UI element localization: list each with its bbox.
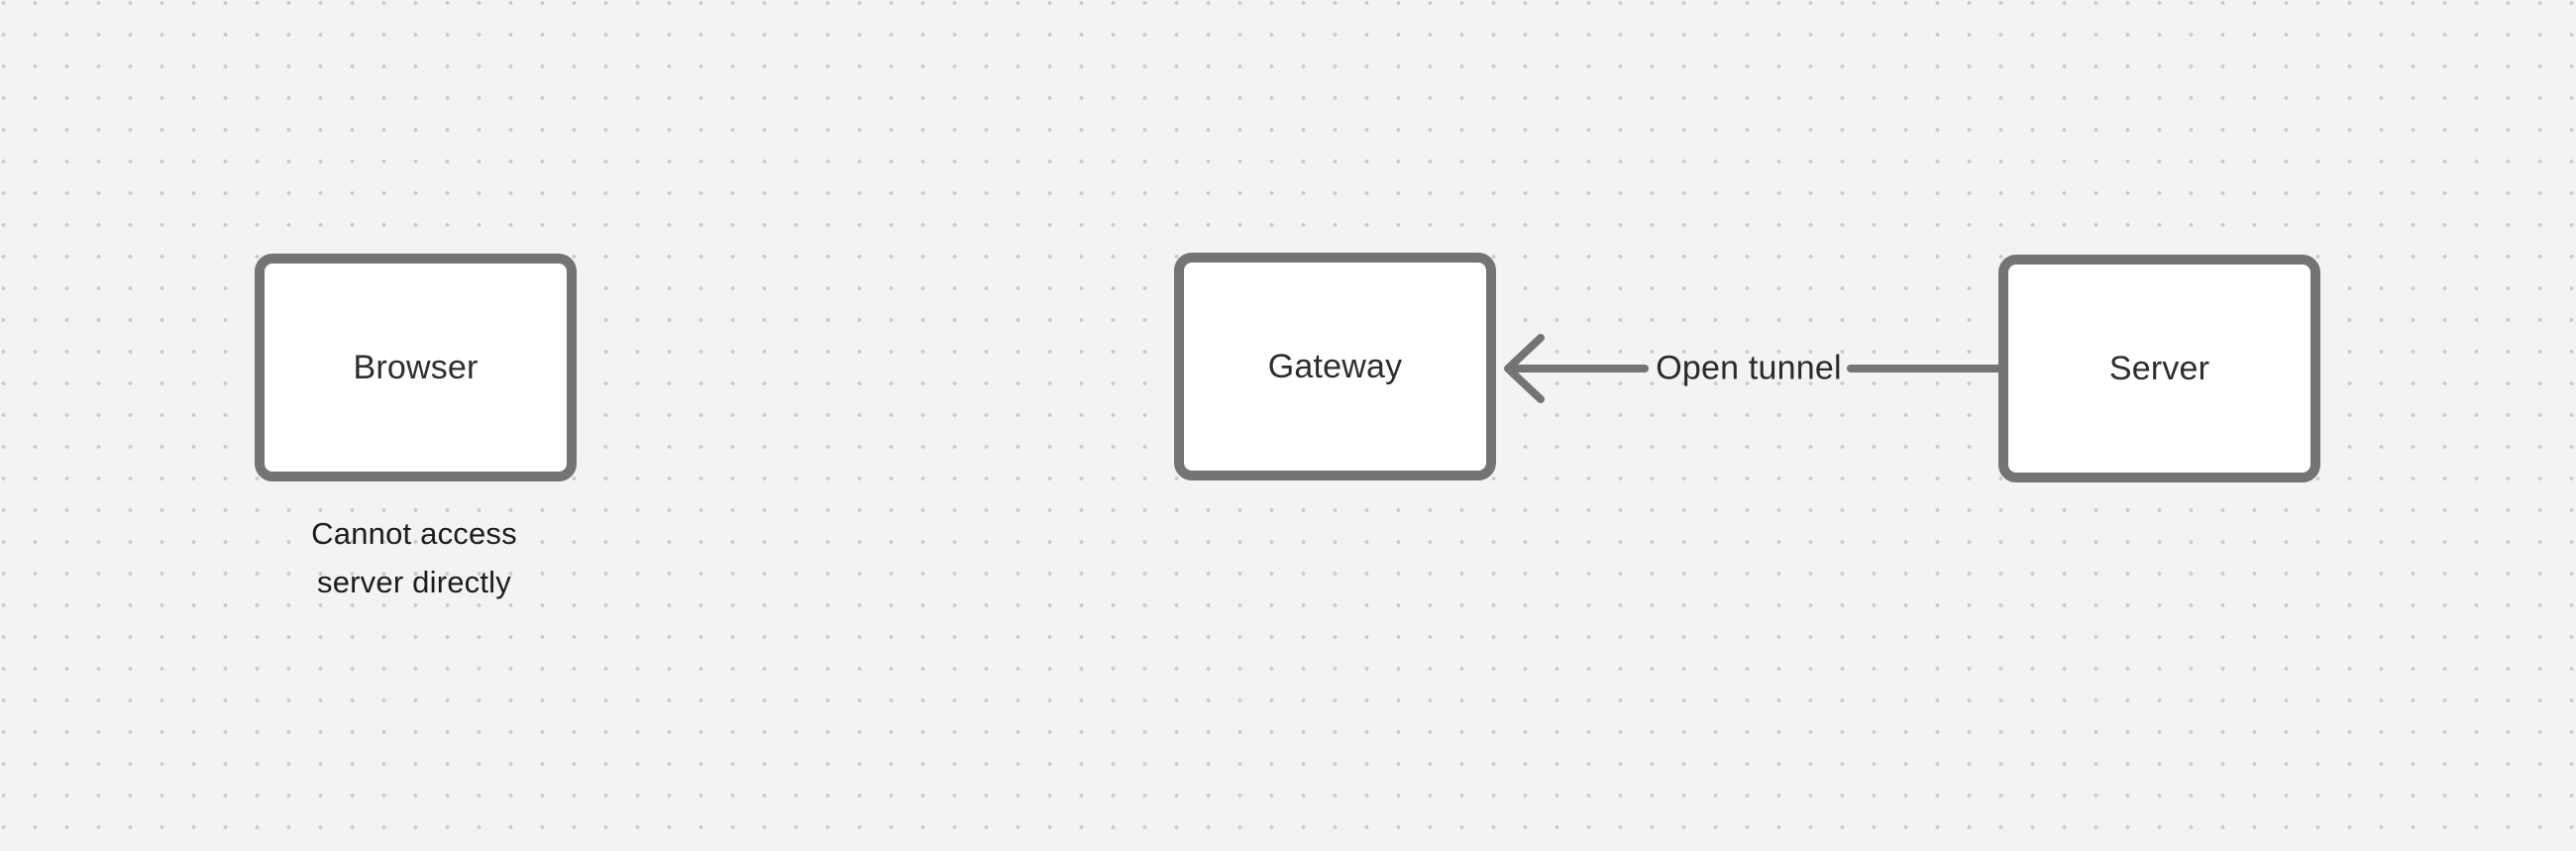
- node-server-label: Server: [2108, 349, 2210, 387]
- node-gateway[interactable]: Gateway: [1174, 253, 1496, 480]
- arrow-label[interactable]: Open tunnel: [1656, 349, 1842, 387]
- annotation-browser-line1: Cannot access: [311, 516, 517, 551]
- node-server[interactable]: Server: [1998, 255, 2320, 482]
- arrowhead-icon: [1504, 334, 1545, 403]
- node-browser-label: Browser: [353, 348, 479, 386]
- annotation-browser-line2: server directly: [317, 565, 511, 599]
- annotation-browser[interactable]: Cannot access server directly: [311, 509, 517, 606]
- node-browser[interactable]: Browser: [255, 254, 577, 481]
- node-gateway-label: Gateway: [1267, 347, 1403, 385]
